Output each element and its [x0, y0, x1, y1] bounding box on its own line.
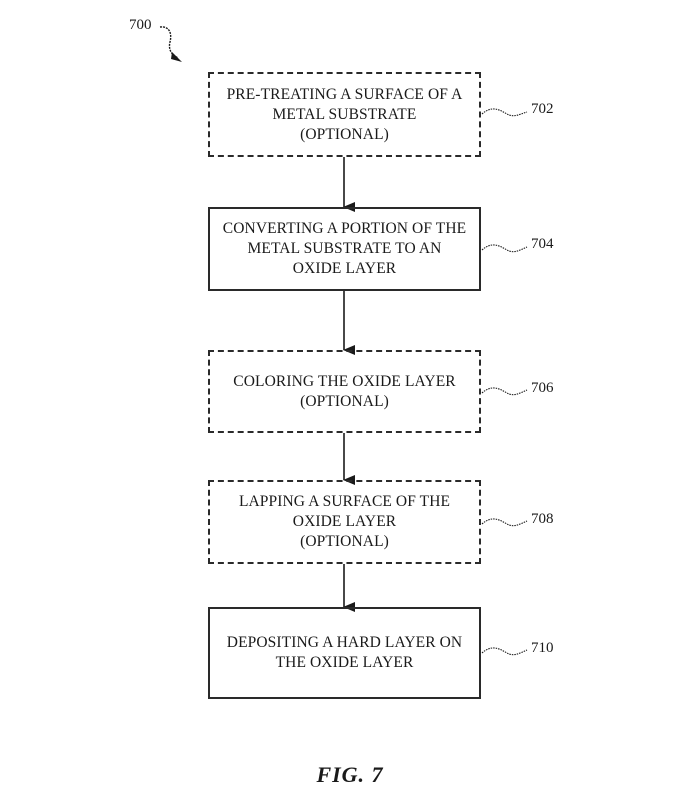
leader-line-702	[481, 108, 528, 117]
step-box-708: LAPPING A SURFACE OF THE OXIDE LAYER (OP…	[208, 480, 481, 564]
step-ref-706: 706	[531, 380, 554, 396]
step-text-710: DEPOSITING A HARD LAYER ON THE OXIDE LAY…	[226, 634, 463, 671]
figure-reference-number: 700	[129, 17, 152, 33]
step-box-702: PRE-TREATING A SURFACE OF A METAL SUBSTR…	[208, 72, 481, 157]
leader-line-710	[481, 647, 528, 656]
leader-line-704	[481, 244, 528, 253]
step-box-710: DEPOSITING A HARD LAYER ON THE OXIDE LAY…	[208, 607, 481, 699]
step-text-704: CONVERTING A PORTION OF THE METAL SUBSTR…	[222, 220, 467, 277]
figure-leader-arrowhead	[171, 52, 182, 62]
step-ref-710: 710	[531, 640, 554, 656]
step-text-702: PRE-TREATING A SURFACE OF A METAL SUBSTR…	[226, 85, 463, 143]
figure-leader-arrow	[159, 26, 179, 59]
step-text-708: LAPPING A SURFACE OF THE OXIDE LAYER (OP…	[238, 493, 451, 550]
leader-line-706	[481, 387, 528, 396]
step-text-706: COLORING THE OXIDE LAYER (OPTIONAL)	[233, 372, 456, 410]
step-ref-704: 704	[531, 236, 554, 252]
step-ref-702: 702	[531, 101, 554, 117]
step-box-704: CONVERTING A PORTION OF THE METAL SUBSTR…	[208, 207, 481, 291]
leader-line-708	[481, 518, 528, 527]
step-ref-708: 708	[531, 511, 554, 527]
step-box-706: COLORING THE OXIDE LAYER (OPTIONAL)	[208, 350, 481, 433]
figure-label: FIG. 7	[316, 762, 384, 787]
